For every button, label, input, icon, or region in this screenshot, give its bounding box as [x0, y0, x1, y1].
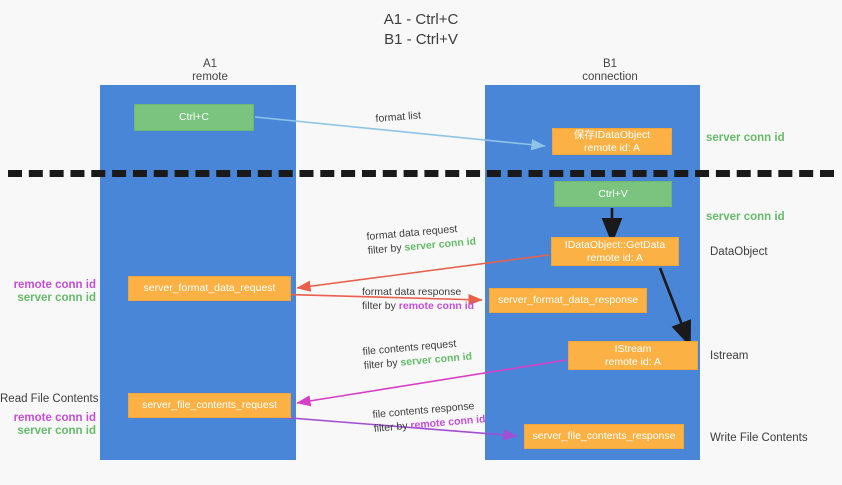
note-server-conn-id-left-1: server conn id [17, 292, 96, 304]
note-remote-conn-id-2: remote conn id [13, 412, 96, 424]
edge-label-format-data-response-text: format data response [362, 286, 462, 298]
column-header-a1-role: remote [192, 71, 228, 83]
node-server-format-data-response[interactable]: server_format_data_response [489, 288, 647, 313]
title-line-2: B1 - Ctrl+V [384, 31, 458, 48]
column-header-a1-name: A1 [202, 58, 218, 70]
edge-label-format-data-response-filter-id: remote conn id [398, 300, 475, 312]
edge-label-file-contents-request: file contents request filter by server c… [362, 336, 473, 373]
note-server-conn-id-left-2: server conn id [17, 425, 96, 437]
node-ctrl-c-label: Ctrl+C [178, 111, 210, 123]
node-save-idataobject[interactable]: 保存IDataObject remote id: A [552, 128, 672, 155]
node-server-file-contents-response-label: server_file_contents_response [532, 430, 676, 442]
dashed-divider [8, 170, 834, 177]
note-write-file-contents: Write File Contents [710, 432, 808, 444]
edge-label-format-data-request-filter-prefix: filter by [367, 241, 405, 257]
node-server-file-contents-request[interactable]: server_file_contents_request [128, 393, 291, 418]
column-header-b1-name: B1 [602, 58, 618, 70]
note-istream: Istream [710, 350, 749, 362]
note-remote-conn-id-1: remote conn id [13, 279, 96, 291]
title-line-1: A1 - Ctrl+C [383, 11, 459, 28]
node-idataobject-getdata[interactable]: IDataObject::GetData remote id: A [551, 237, 679, 266]
edge-label-format-list: format list [375, 108, 421, 126]
column-header-b1-role: connection [582, 71, 638, 83]
node-server-file-contents-response[interactable]: server_file_contents_response [524, 424, 684, 449]
node-save-idataobject-line2: remote id: A [583, 141, 641, 154]
note-server-conn-id-1: server conn id [706, 132, 785, 144]
node-istream-line2: remote id: A [604, 355, 662, 368]
edge-label-format-data-response-filter-prefix: filter by [362, 300, 399, 312]
node-ctrl-v[interactable]: Ctrl+V [554, 181, 672, 207]
page-title: A1 - Ctrl+C B1 - Ctrl+V [0, 10, 842, 50]
column-header-b1: B1 connection [530, 58, 690, 84]
node-istream-line1: IStream [614, 342, 652, 355]
note-left-conn-ids-1: remote conn id server conn id [0, 279, 96, 305]
note-server-conn-id-2: server conn id [706, 211, 785, 223]
edge-label-format-list-text: format list [375, 109, 422, 125]
node-save-idataobject-line1: 保存IDataObject [573, 128, 651, 141]
edge-label-file-contents-request-filter-prefix: filter by [363, 356, 401, 372]
node-ctrl-c[interactable]: Ctrl+C [134, 104, 254, 131]
note-read-file-contents: Read File Contents [0, 393, 99, 405]
edge-label-file-contents-response-filter-prefix: filter by [373, 419, 411, 435]
edge-label-format-data-request: format data request filter by server con… [366, 221, 477, 258]
node-server-format-data-response-label: server_format_data_response [497, 294, 639, 306]
node-istream[interactable]: IStream remote id: A [568, 341, 698, 370]
edge-label-file-contents-response: file contents response filter by remote … [372, 398, 486, 436]
edge-label-format-data-response: format data response filter by remote co… [362, 285, 474, 313]
node-ctrl-v-label: Ctrl+V [598, 187, 628, 200]
node-server-format-data-request[interactable]: server_format_data_request [128, 276, 291, 301]
node-server-file-contents-request-label: server_file_contents_request [142, 399, 277, 411]
node-idataobject-getdata-line2: remote id: A [586, 251, 644, 264]
node-server-format-data-request-label: server_format_data_request [143, 282, 276, 294]
node-idataobject-getdata-line1: IDataObject::GetData [564, 238, 666, 251]
column-header-a1: A1 remote [130, 58, 290, 84]
note-dataobject: DataObject [710, 246, 768, 258]
note-left-conn-ids-2: remote conn id server conn id [0, 412, 96, 438]
